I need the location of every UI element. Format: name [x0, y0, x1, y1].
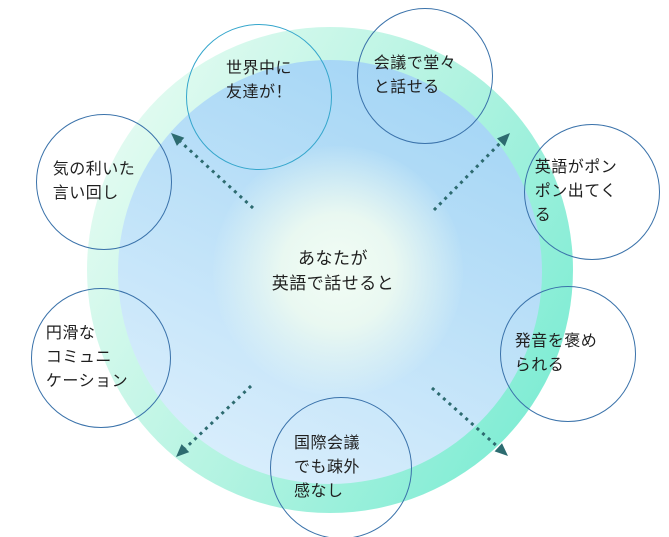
bubble-label: 円滑な コミュニ ケーション [45, 325, 129, 390]
bubble-no-alienation-conference: 国際会議 でも疎外 感なし [270, 397, 412, 537]
arrow-southwest-icon [176, 384, 253, 457]
bubble-label: 英語がポン ポン出てく る [534, 159, 618, 224]
bubble-label: 世界中に 友達が！ [225, 60, 292, 101]
bubble-label: 国際会議 でも疎外 感なし [293, 435, 360, 500]
center-glow-circle [213, 146, 463, 396]
bubble-witty-phrases: 気の利いた 言い回し [36, 114, 172, 250]
bubble-pronunciation-praised: 発音を褒め られる [500, 286, 636, 422]
bubble-label: 会議で堂々 と話せる [373, 55, 457, 96]
bubble-english-flows-out: 英語がポン ポン出てく る [524, 124, 660, 260]
arrow-northeast-icon [432, 133, 510, 212]
bubble-speak-confidently: 会議で堂々 と話せる [357, 8, 493, 144]
bubble-label: 気の利いた 言い回し [52, 161, 136, 202]
bubble-friends-worldwide: 世界中に 友達が！ [186, 24, 332, 170]
arrow-northwest-icon [171, 133, 255, 210]
arrow-southeast-icon [431, 386, 508, 456]
bubble-label: 発音を褒め られる [514, 333, 598, 374]
bubble-smooth-communication: 円滑な コミュニ ケーション [31, 288, 171, 428]
center-label: あなたが 英語で話せると [271, 249, 395, 293]
